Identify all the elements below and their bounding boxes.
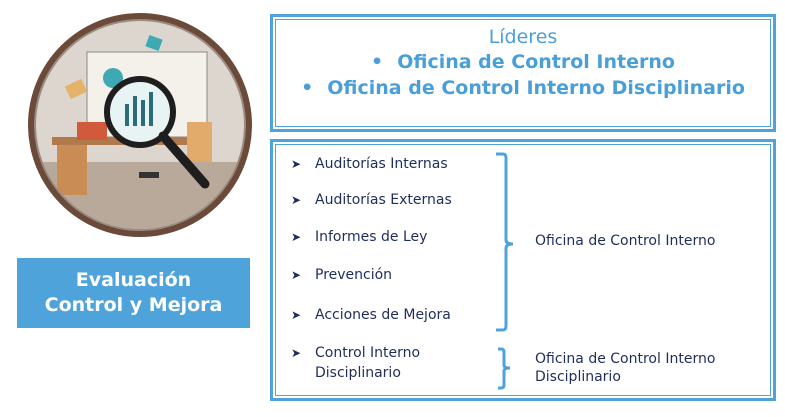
owner-label: Oficina de Control Interno Disciplinario: [535, 351, 716, 385]
activity-item: ➤Acciones de Mejora: [291, 307, 451, 323]
leader-item: •Oficina de Control Interno: [371, 51, 675, 73]
right-brace-icon: [498, 347, 511, 390]
leaders-box: Líderes •Oficina de Control Interno •Ofi…: [270, 14, 776, 132]
process-label-text: Evaluación Control y Mejora: [44, 269, 223, 316]
magnifier-desk-illustration-icon: [28, 13, 252, 237]
activity-item: ➤Prevención: [291, 267, 393, 283]
arrow-bullet-icon: ➤: [291, 193, 302, 207]
activity-item: ➤Control Interno Disciplinario: [291, 345, 421, 381]
activity-item: ➤Auditorías Externas: [291, 192, 452, 208]
arrow-bullet-icon: ➤: [291, 268, 302, 282]
arrow-bullet-icon: ➤: [291, 308, 302, 322]
owner-label: Oficina de Control Interno: [535, 233, 716, 249]
activities-box: ➤Auditorías Internas ➤Auditorías Externa…: [270, 139, 776, 401]
leaders-title: Líderes: [488, 26, 558, 48]
arrow-bullet-icon: ➤: [291, 346, 302, 360]
arrow-bullet-icon: ➤: [291, 230, 302, 244]
process-illustration: [27, 12, 253, 238]
activity-item: ➤Auditorías Internas: [291, 156, 448, 172]
process-label: Evaluación Control y Mejora: [17, 258, 250, 328]
activity-item: ➤Informes de Ley: [291, 229, 428, 245]
arrow-bullet-icon: ➤: [291, 157, 302, 171]
leader-item: •Oficina de Control Interno Disciplinari…: [301, 77, 745, 99]
right-brace-icon: [496, 152, 514, 332]
